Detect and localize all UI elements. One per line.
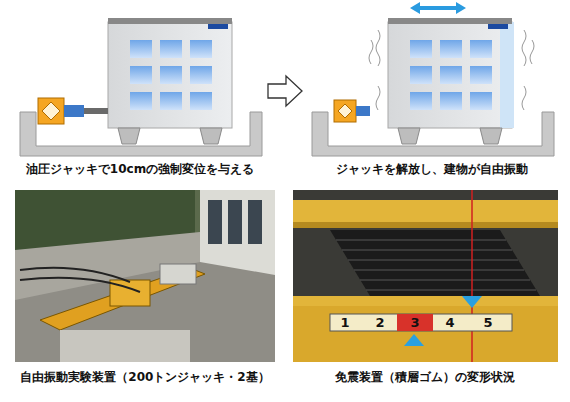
ruler-number: 1	[340, 316, 349, 330]
motion-blur	[500, 22, 514, 128]
windows	[410, 40, 492, 110]
ruler-number: 2	[375, 316, 384, 330]
rubber-layers	[336, 240, 536, 290]
jack-diamond	[42, 102, 60, 120]
isolators	[118, 128, 222, 144]
roof-parapet	[388, 18, 512, 24]
roof-parapet	[108, 18, 232, 24]
ruler-segment	[397, 314, 433, 331]
caption: ジャッキを解放し、建物が自由振動	[336, 161, 528, 178]
marker	[404, 334, 424, 346]
vibration-arrow	[410, 2, 466, 14]
jack-cylinder	[356, 106, 370, 116]
isolator-deformation-photo	[293, 190, 558, 362]
isolators	[398, 128, 502, 144]
ruler	[330, 314, 512, 331]
caption: 油圧ジャッキで10cmの強制変位を与える	[26, 161, 254, 178]
ruler-number: 5	[483, 316, 492, 330]
logo	[208, 24, 228, 29]
sequence-arrow	[268, 76, 302, 106]
jack-body	[38, 98, 64, 124]
forced-displacement-figure	[20, 18, 262, 156]
caption: 自由振動実験装置（200トンジャッキ・2基）	[20, 369, 269, 386]
ruler-number: 3	[410, 316, 419, 330]
building	[388, 22, 512, 128]
ruler-number: 4	[445, 316, 454, 330]
test-equipment-photo	[15, 190, 275, 362]
free-vibration-figure	[312, 2, 554, 156]
vibration-lines	[369, 30, 534, 110]
marker	[462, 296, 482, 308]
jack-cylinder	[64, 105, 84, 117]
jack-diamond	[338, 104, 352, 118]
logo	[488, 24, 508, 29]
jack-rod	[84, 108, 108, 114]
caption: 免震装置（積層ゴム）の変形状況	[335, 369, 515, 386]
jack-body	[334, 100, 356, 122]
building	[108, 22, 232, 128]
windows	[130, 40, 212, 110]
